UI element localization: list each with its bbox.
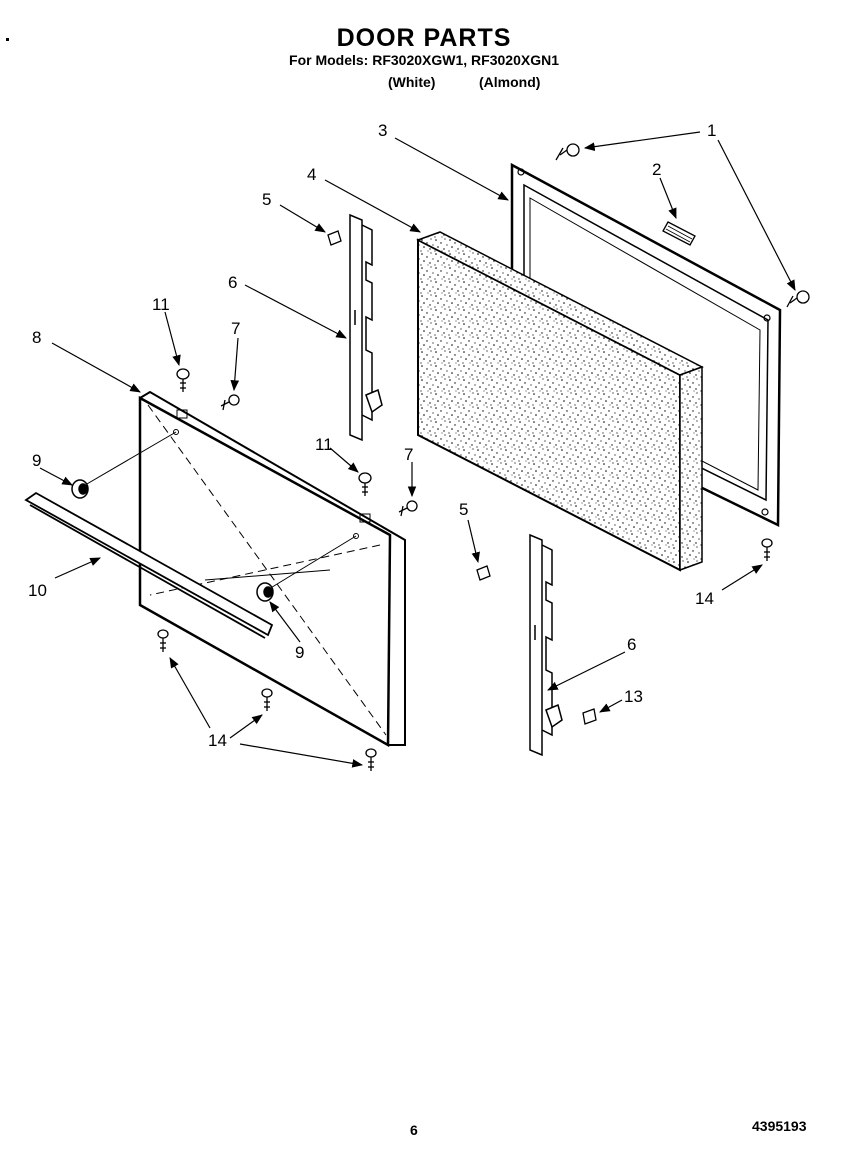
screw-14-d [761, 538, 773, 561]
outer-door-panel [79, 390, 406, 748]
screw-11-upper [176, 368, 190, 392]
screw-1-lower [786, 290, 810, 308]
callout-9-right: 9 [295, 643, 304, 662]
callout-1: 1 [707, 121, 716, 140]
hinge-clip-upper [327, 230, 342, 246]
screw-7-upper [220, 394, 240, 411]
callout-11-upper: 11 [152, 295, 170, 314]
stop-clip [582, 708, 597, 725]
callout-8: 8 [32, 328, 41, 347]
callout-14-right: 14 [695, 589, 714, 608]
callout-10: 10 [28, 581, 47, 600]
models-line: For Models: RF3020XGW1, RF3020XGN1 [289, 52, 559, 68]
screw-group [157, 143, 810, 771]
callout-2: 2 [652, 160, 661, 179]
callout-labels: 1 2 3 4 5 6 11 7 8 9 11 7 5 10 9 6 13 14… [28, 121, 716, 750]
door-trim-rail [24, 491, 274, 639]
vent-grille [662, 221, 696, 246]
callout-6-upper: 6 [228, 273, 237, 292]
page-title: DOOR PARTS [336, 24, 512, 52]
document-code: 4395193 [752, 1118, 807, 1134]
callout-13: 13 [624, 687, 643, 706]
spacer-right [256, 582, 274, 602]
door-insulation [416, 231, 704, 572]
callout-7-lower: 7 [404, 445, 413, 464]
callout-9-left: 9 [32, 451, 41, 470]
callout-7-upper: 7 [231, 319, 240, 338]
screw-14-c [365, 748, 377, 771]
callout-6-lower: 6 [627, 635, 636, 654]
scan-dot [6, 38, 9, 41]
callout-3: 3 [378, 121, 387, 140]
variant-white: (White) [388, 74, 436, 90]
callout-14-left: 14 [208, 731, 227, 750]
screw-14-b [261, 688, 273, 711]
hinge-channel-upper [349, 213, 383, 442]
callout-4: 4 [307, 165, 316, 184]
leader-lines [39, 131, 796, 768]
page-header: DOOR PARTS For Models: RF3020XGW1, RF302… [0, 24, 848, 69]
screw-1-upper [555, 143, 580, 161]
screw-7-lower [398, 500, 418, 517]
variant-almond: (Almond) [479, 74, 541, 90]
screw-11-lower [358, 472, 372, 496]
callout-5-upper: 5 [262, 190, 271, 209]
callout-11-lower: 11 [315, 435, 333, 454]
spacer-left [71, 479, 89, 499]
page-number: 6 [410, 1122, 418, 1138]
screw-14-a [157, 629, 169, 652]
hinge-channel-lower [529, 533, 563, 757]
callout-5-lower: 5 [459, 500, 468, 519]
hinge-clip-lower [476, 565, 491, 581]
